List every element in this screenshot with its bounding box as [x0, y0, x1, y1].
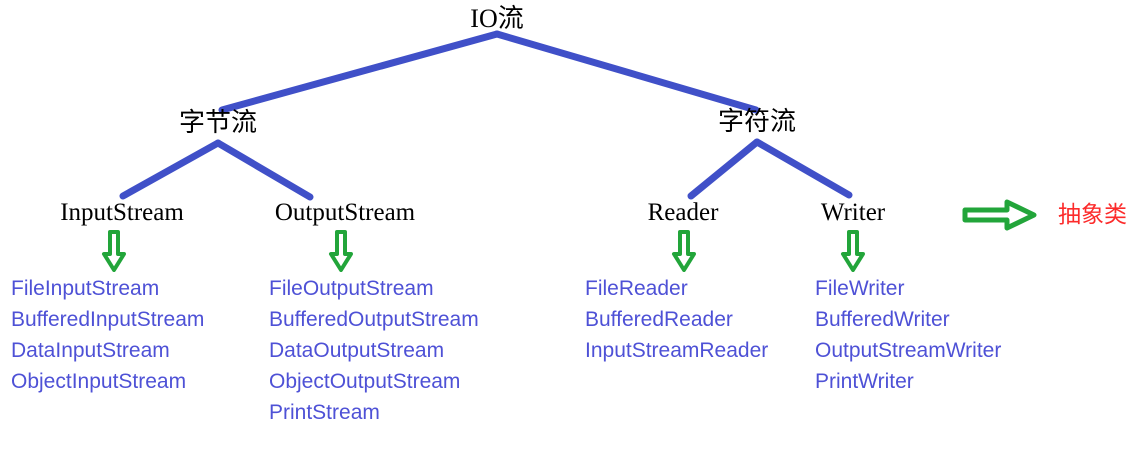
list-item: BufferedOutputStream [269, 308, 479, 331]
list-item: PrintWriter [815, 370, 914, 393]
down-arrow-icon-outputstream [329, 230, 353, 272]
concrete-list-writer: FileWriter BufferedWriter OutputStreamWr… [815, 273, 1001, 397]
right-arrow-icon-legend [962, 199, 1037, 231]
list-item: BufferedInputStream [11, 308, 205, 331]
list-item: ObjectInputStream [11, 370, 187, 393]
list-item: ObjectOutputStream [269, 370, 461, 393]
list-item: FileInputStream [11, 277, 160, 300]
list-item: OutputStreamWriter [815, 339, 1002, 362]
list-item: DataOutputStream [269, 339, 445, 362]
legend-label-abstract-class: 抽象类 [1058, 201, 1127, 227]
node-byte-stream: 字节流 [178, 108, 258, 137]
list-item: PrintStream [269, 401, 380, 424]
node-char-stream: 字符流 [717, 107, 797, 136]
concrete-list-outputstream: FileOutputStream BufferedOutputStream Da… [269, 273, 479, 428]
concrete-list-reader: FileReader BufferedReader InputStreamRea… [585, 273, 768, 366]
node-outputstream: OutputStream [274, 199, 416, 226]
list-item: DataInputStream [11, 339, 170, 362]
list-item: FileWriter [815, 277, 905, 300]
edge-byte-to-input [119, 139, 222, 200]
edge-root-to-char [493, 30, 760, 114]
list-item: InputStreamReader [585, 339, 769, 362]
node-writer: Writer [820, 199, 886, 226]
down-arrow-icon-writer [841, 230, 865, 272]
list-item: BufferedReader [585, 308, 733, 331]
edge-char-to-reader [687, 138, 761, 200]
list-item: BufferedWriter [815, 308, 950, 331]
node-inputstream: InputStream [60, 199, 184, 226]
node-root: IO流 [470, 4, 524, 33]
edge-root-to-byte [218, 30, 501, 114]
edge-char-to-writer [753, 138, 853, 199]
down-arrow-icon-inputstream [102, 230, 126, 272]
node-reader: Reader [647, 199, 719, 226]
edge-byte-to-output [214, 139, 314, 201]
concrete-list-inputstream: FileInputStream BufferedInputStream Data… [11, 273, 204, 397]
list-item: FileOutputStream [269, 277, 434, 300]
down-arrow-icon-reader [672, 230, 696, 272]
list-item: FileReader [585, 277, 688, 300]
